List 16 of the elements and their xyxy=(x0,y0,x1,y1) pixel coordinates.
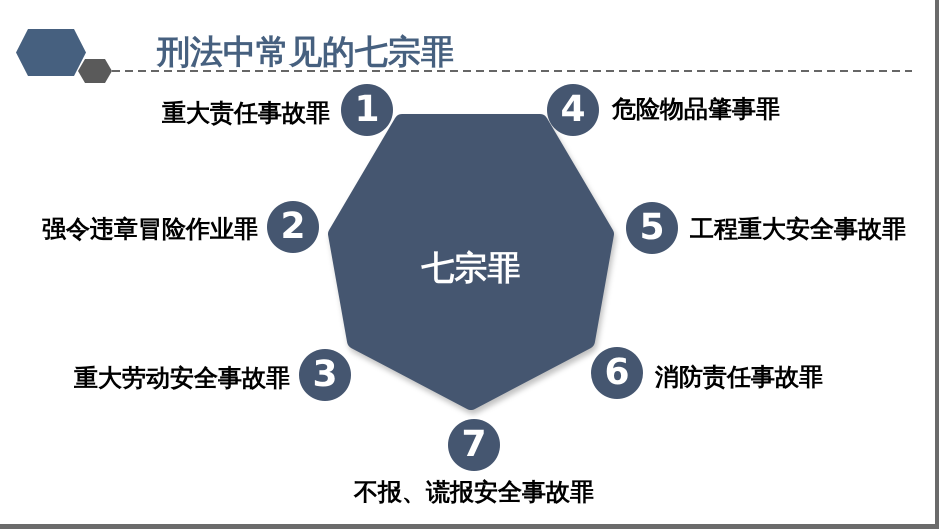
number-circle: 5 xyxy=(626,202,678,254)
number-circle: 7 xyxy=(448,419,500,471)
crime-label: 强令违章冒险作业罪 xyxy=(42,214,258,244)
crime-label: 重大劳动安全事故罪 xyxy=(74,363,290,393)
number-circle: 6 xyxy=(591,347,643,399)
crime-label: 不报、谎报安全事故罪 xyxy=(354,477,594,507)
crime-label: 重大责任事故罪 xyxy=(162,98,330,128)
number-circle: 1 xyxy=(341,84,393,136)
number-circle: 4 xyxy=(547,84,599,136)
number-circle: 2 xyxy=(267,201,319,253)
center-label: 七宗罪 xyxy=(422,248,520,288)
crime-label: 消防责任事故罪 xyxy=(655,362,823,392)
crime-label: 工程重大安全事故罪 xyxy=(690,214,906,244)
crime-label: 危险物品肇事罪 xyxy=(612,94,780,124)
number-circle: 3 xyxy=(299,349,351,401)
slide-title: 刑法中常见的七宗罪 xyxy=(157,32,454,72)
